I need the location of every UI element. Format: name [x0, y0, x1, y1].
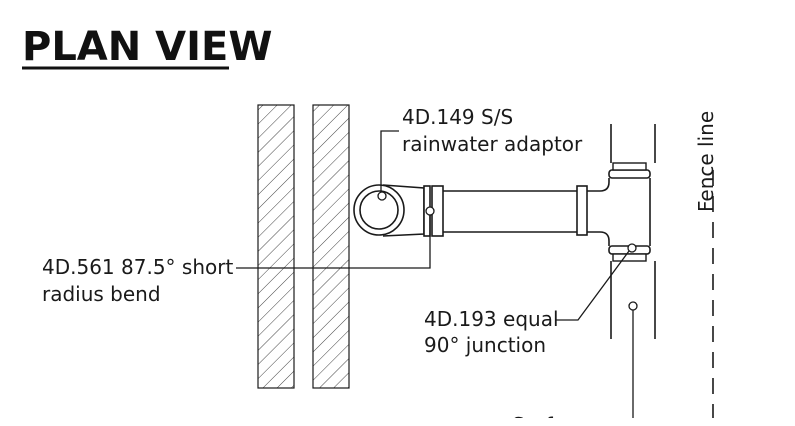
page-title: PLAN VIEW	[22, 24, 272, 70]
bend-label-line2: radius bend	[42, 282, 161, 306]
adaptor-label-line1: 4D.149 S/S	[402, 105, 513, 129]
surface-label: Surface	[512, 413, 588, 426]
wall-hatching	[257, 104, 350, 389]
rainwater-adaptor	[353, 184, 405, 236]
adaptor-label-line2: rainwater adaptor	[402, 132, 583, 156]
fence-line-label: Fence line	[694, 111, 718, 212]
junction-label-line1: 4D.193 equal	[424, 307, 559, 331]
leader-lines	[236, 130, 634, 418]
equal-junction	[576, 162, 651, 262]
junction-label-line2: 90° junction	[424, 333, 546, 357]
short-radius-bend	[382, 184, 444, 237]
vertical-pipe	[610, 124, 656, 339]
bend-label-line1: 4D.561 87.5° short	[42, 255, 233, 279]
horizontal-pipe	[443, 190, 577, 233]
